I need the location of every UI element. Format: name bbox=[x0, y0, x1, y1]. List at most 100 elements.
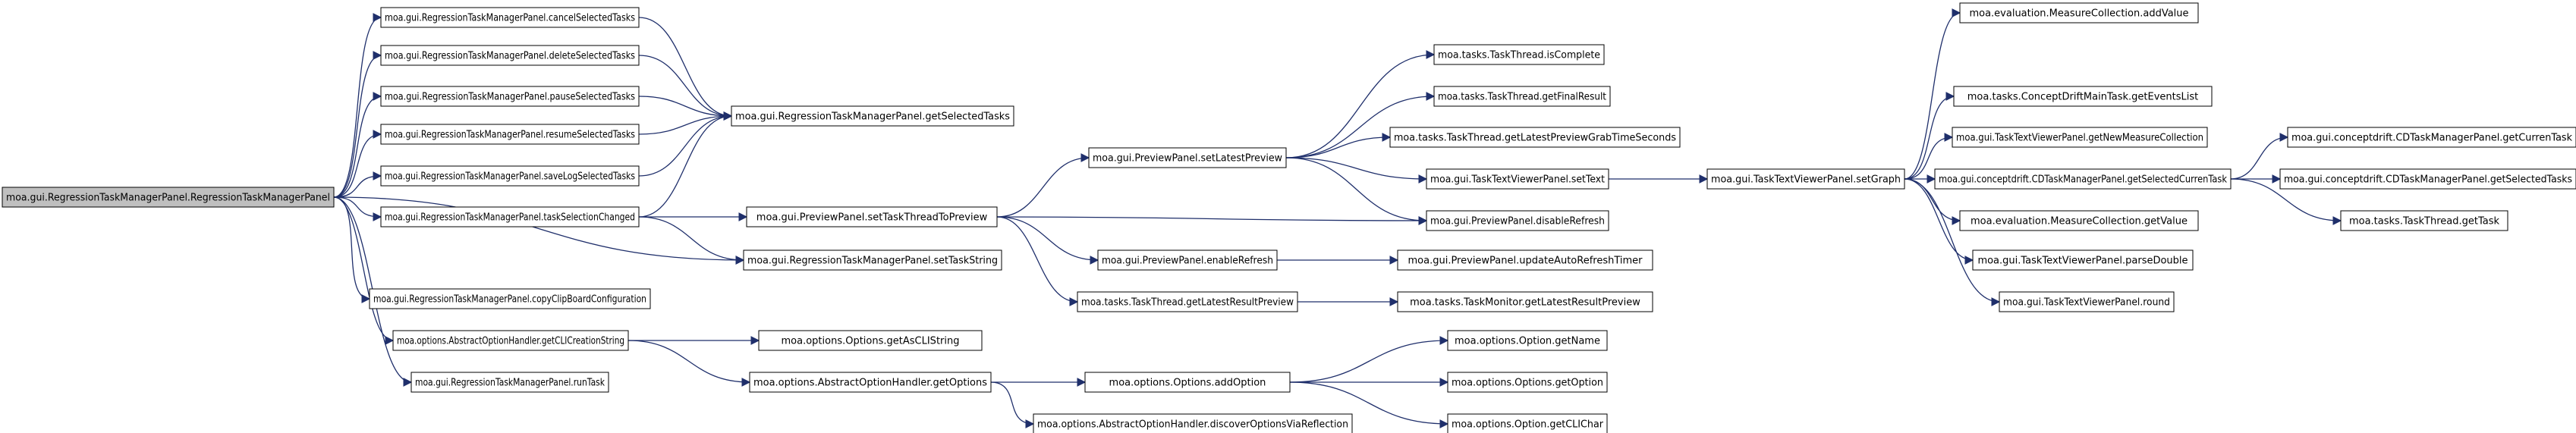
node-label: moa.tasks.ConceptDriftMainTask.getEvents… bbox=[1967, 92, 2198, 103]
edge-addOption-to-getName bbox=[1289, 336, 1449, 383]
node-label: moa.gui.PreviewPanel.disableRefresh bbox=[1430, 216, 1605, 227]
edge-taskSelChanged-to-getSelTasks bbox=[638, 111, 733, 218]
graph-node-getCurrenTask[interactable]: moa.gui.conceptdrift.CDTaskManagerPanel.… bbox=[2287, 127, 2576, 148]
graph-node-getOptions[interactable]: moa.options.AbstractOptionHandler.getOpt… bbox=[749, 372, 992, 393]
node-box bbox=[1934, 168, 2232, 190]
edge-pauseSel-to-getSelTasks bbox=[638, 96, 733, 121]
graph-node-getNewMC[interactable]: moa.gui.TaskTextViewerPanel.getNewMeasur… bbox=[1952, 127, 2208, 148]
node-label: moa.options.Options.getAsCLIString bbox=[782, 336, 960, 347]
node-label: moa.gui.PreviewPanel.setLatestPreview bbox=[1093, 153, 1282, 165]
graph-node-mcGetValue[interactable]: moa.evaluation.MeasureCollection.getValu… bbox=[1959, 210, 2199, 231]
node-label: moa.gui.conceptdrift.CDTaskManagerPanel.… bbox=[2291, 133, 2572, 144]
graph-node-isComplete[interactable]: moa.tasks.TaskThread.isComplete bbox=[1433, 44, 1605, 65]
node-box bbox=[1952, 127, 2208, 148]
edge-root-to-resumeSel bbox=[333, 130, 382, 198]
graph-node-setLatestPrev[interactable]: moa.gui.PreviewPanel.setLatestPreview bbox=[1088, 147, 1287, 168]
node-box bbox=[1426, 168, 1609, 190]
node-box bbox=[1959, 2, 2199, 24]
edge-getCLI-to-getOptions bbox=[627, 340, 751, 387]
graph-node-root[interactable]: moa.gui.RegressionTaskManagerPanel.Regre… bbox=[2, 187, 335, 208]
node-box bbox=[1447, 330, 1608, 351]
graph-node-runTask[interactable]: moa.gui.RegressionTaskManagerPanel.runTa… bbox=[410, 372, 609, 393]
edge-setGraph-to-addValue bbox=[1904, 8, 1961, 180]
node-label: moa.gui.RegressionTaskManagerPanel.Regre… bbox=[6, 193, 330, 204]
node-label: moa.options.AbstractOptionHandler.discov… bbox=[1037, 419, 1348, 431]
graph-node-getLatestResultPrev[interactable]: moa.tasks.TaskThread.getLatestResultPrev… bbox=[1077, 291, 1298, 312]
node-label: moa.gui.TaskTextViewerPanel.round bbox=[2003, 297, 2170, 309]
node-box bbox=[2340, 210, 2508, 231]
node-box bbox=[380, 86, 640, 107]
graph-node-cdGetSelTasks[interactable]: moa.gui.conceptdrift.CDTaskManagerPanel.… bbox=[2279, 168, 2576, 190]
node-box bbox=[392, 330, 629, 351]
node-label: moa.gui.TaskTextViewerPanel.parseDouble bbox=[1977, 256, 2188, 267]
graph-node-getGrabTime[interactable]: moa.tasks.TaskThread.getLatestPreviewGra… bbox=[1389, 127, 1681, 148]
graph-node-saveLog[interactable]: moa.gui.RegressionTaskManagerPanel.saveL… bbox=[380, 165, 640, 187]
edge-setGraph-to-getNewMC bbox=[1904, 133, 1954, 180]
node-box bbox=[2279, 168, 2576, 190]
graph-node-getEventsList[interactable]: moa.tasks.ConceptDriftMainTask.getEvents… bbox=[1953, 86, 2213, 107]
edge-root-to-copyClip bbox=[333, 196, 371, 303]
graph-node-addOption[interactable]: moa.options.Options.addOption bbox=[1084, 372, 1291, 393]
edge-cancelSel-to-getSelTasks bbox=[638, 17, 733, 121]
node-label: moa.tasks.TaskThread.isComplete bbox=[1438, 50, 1600, 61]
graph-node-pauseSel[interactable]: moa.gui.RegressionTaskManagerPanel.pause… bbox=[380, 86, 640, 107]
node-label: moa.evaluation.MeasureCollection.getValu… bbox=[1971, 216, 2188, 227]
node-box bbox=[380, 206, 640, 227]
node-box bbox=[1433, 44, 1605, 65]
node-box bbox=[2287, 127, 2576, 148]
node-label: moa.gui.PreviewPanel.setTaskThreadToPrev… bbox=[756, 212, 988, 224]
node-label: moa.evaluation.MeasureCollection.addValu… bbox=[1969, 8, 2188, 20]
node-label: moa.gui.conceptdrift.CDTaskManagerPanel.… bbox=[1939, 174, 2227, 186]
graph-node-deleteSel[interactable]: moa.gui.RegressionTaskManagerPanel.delet… bbox=[380, 45, 640, 66]
graph-node-cancelSel[interactable]: moa.gui.RegressionTaskManagerPanel.cance… bbox=[380, 7, 640, 28]
edge-root-to-deleteSel bbox=[333, 51, 382, 198]
edge-resumeSel-to-getSelTasks bbox=[638, 111, 733, 135]
edge-setTaskThread-to-disableRefresh bbox=[996, 216, 1428, 225]
graph-node-parseDouble[interactable]: moa.gui.TaskTextViewerPanel.parseDouble bbox=[1972, 249, 2194, 271]
node-box bbox=[380, 124, 640, 145]
node-label: moa.gui.RegressionTaskManagerPanel.taskS… bbox=[385, 212, 635, 224]
node-label: moa.gui.PreviewPanel.enableRefresh bbox=[1102, 256, 1273, 267]
node-label: moa.options.Options.getOption bbox=[1452, 378, 1603, 389]
node-box bbox=[1033, 413, 1353, 433]
graph-node-ttGetTask[interactable]: moa.tasks.TaskThread.getTask bbox=[2340, 210, 2508, 231]
node-label: moa.gui.RegressionTaskManagerPanel.cance… bbox=[385, 13, 635, 24]
node-label: moa.tasks.TaskThread.getLatestResultPrev… bbox=[1081, 297, 1294, 309]
graph-node-setTaskThread[interactable]: moa.gui.PreviewPanel.setTaskThreadToPrev… bbox=[746, 206, 998, 227]
graph-node-setGraph[interactable]: moa.gui.TaskTextViewerPanel.setGraph bbox=[1706, 168, 1905, 190]
graph-node-disableRefresh[interactable]: moa.gui.PreviewPanel.disableRefresh bbox=[1426, 210, 1609, 231]
graph-node-round[interactable]: moa.gui.TaskTextViewerPanel.round bbox=[1999, 291, 2175, 312]
node-label: moa.gui.conceptdrift.CDTaskManagerPanel.… bbox=[2284, 174, 2572, 186]
graph-node-discoverOpts[interactable]: moa.options.AbstractOptionHandler.discov… bbox=[1033, 413, 1353, 433]
node-box bbox=[743, 249, 1002, 271]
graph-node-getSelCurrTask[interactable]: moa.gui.conceptdrift.CDTaskManagerPanel.… bbox=[1934, 168, 2232, 190]
graph-node-copyClip[interactable]: moa.gui.RegressionTaskManagerPanel.copyC… bbox=[369, 288, 651, 309]
node-box bbox=[1084, 372, 1291, 393]
graph-node-getOption[interactable]: moa.options.Options.getOption bbox=[1447, 372, 1608, 393]
node-box bbox=[1959, 210, 2199, 231]
graph-node-getCLIChar[interactable]: moa.options.Option.getCLIChar bbox=[1447, 413, 1608, 433]
graph-node-getName[interactable]: moa.options.Option.getName bbox=[1447, 330, 1608, 351]
graph-node-addValue[interactable]: moa.evaluation.MeasureCollection.addValu… bbox=[1959, 2, 2199, 24]
graph-node-getFinalResult[interactable]: moa.tasks.TaskThread.getFinalResult bbox=[1433, 86, 1611, 107]
graph-node-getSelTasks[interactable]: moa.gui.RegressionTaskManagerPanel.getSe… bbox=[731, 105, 1014, 127]
edge-saveLog-to-getSelTasks bbox=[638, 111, 733, 177]
node-label: moa.gui.RegressionTaskManagerPanel.pause… bbox=[385, 92, 635, 103]
node-box bbox=[749, 372, 992, 393]
node-label: moa.options.Options.addOption bbox=[1109, 378, 1266, 389]
edge-root-to-cancelSel bbox=[333, 13, 382, 198]
graph-node-setText[interactable]: moa.gui.TaskTextViewerPanel.setText bbox=[1426, 168, 1609, 190]
graph-node-setTaskString[interactable]: moa.gui.RegressionTaskManagerPanel.setTa… bbox=[743, 249, 1002, 271]
graph-node-tmGetLatest[interactable]: moa.tasks.TaskMonitor.getLatestResultPre… bbox=[1397, 291, 1653, 312]
edge-getSelCurrTask-to-getCurrenTask bbox=[2230, 133, 2289, 180]
graph-node-getCLI[interactable]: moa.options.AbstractOptionHandler.getCLI… bbox=[392, 330, 629, 351]
graph-node-getAsCLI[interactable]: moa.options.Options.getAsCLIString bbox=[758, 330, 983, 351]
graph-node-enableRefresh[interactable]: moa.gui.PreviewPanel.enableRefresh bbox=[1097, 249, 1278, 271]
graph-node-taskSelChanged[interactable]: moa.gui.RegressionTaskManagerPanel.taskS… bbox=[380, 206, 640, 227]
node-box bbox=[380, 7, 640, 28]
graph-node-resumeSel[interactable]: moa.gui.RegressionTaskManagerPanel.resum… bbox=[380, 124, 640, 145]
node-box bbox=[1447, 372, 1608, 393]
graph-node-updateTimer[interactable]: moa.gui.PreviewPanel.updateAutoRefreshTi… bbox=[1397, 249, 1653, 271]
